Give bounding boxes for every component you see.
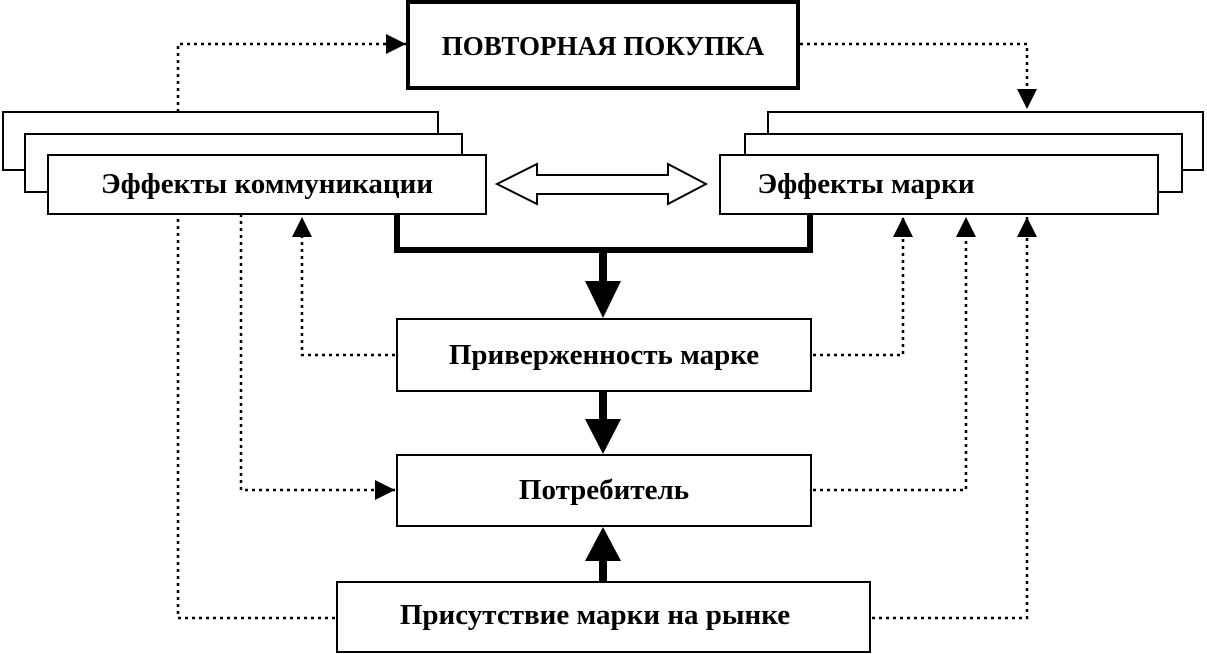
communication-effects-stack xyxy=(2,111,487,215)
effects-merge-connector xyxy=(394,214,813,253)
market-presence-label: Присутствие марки на рынке xyxy=(400,599,790,631)
dotted-purchase-to-brand xyxy=(800,42,1037,109)
repeat-purchase-box xyxy=(406,0,800,90)
dotted-loyalty-to-comm xyxy=(292,217,395,357)
dotted-comm-to-consumer xyxy=(239,214,395,500)
dotted-comm-to-purchase xyxy=(176,34,406,112)
consumer-box xyxy=(396,454,812,527)
brand-effects-box xyxy=(719,154,1159,215)
double-arrow-icon xyxy=(494,162,709,206)
consumer-label: Потребитель xyxy=(519,474,689,506)
dotted-loyalty-to-brand xyxy=(813,217,913,357)
dotted-consumer-to-brand xyxy=(813,217,976,492)
repeat-purchase-label: ПОВТОРНАЯ ПОКУПКА xyxy=(442,31,765,61)
brand-effects-label: Эффекты марки xyxy=(757,168,974,200)
arrow-to-consumer-icon xyxy=(585,419,621,454)
brand-effects-stack xyxy=(719,111,1204,215)
market-presence-box xyxy=(336,581,871,653)
arrow-up-to-consumer-icon xyxy=(585,527,621,561)
brand-loyalty-box xyxy=(396,318,812,392)
dotted-market-to-comm xyxy=(176,214,335,620)
brand-loyalty-label: Приверженность марке xyxy=(449,339,759,371)
communication-effects-box xyxy=(47,154,487,215)
dotted-market-to-brand xyxy=(872,217,1037,620)
communication-effects-label: Эффекты коммуникации xyxy=(101,168,433,200)
arrow-to-loyalty-icon xyxy=(585,281,621,318)
